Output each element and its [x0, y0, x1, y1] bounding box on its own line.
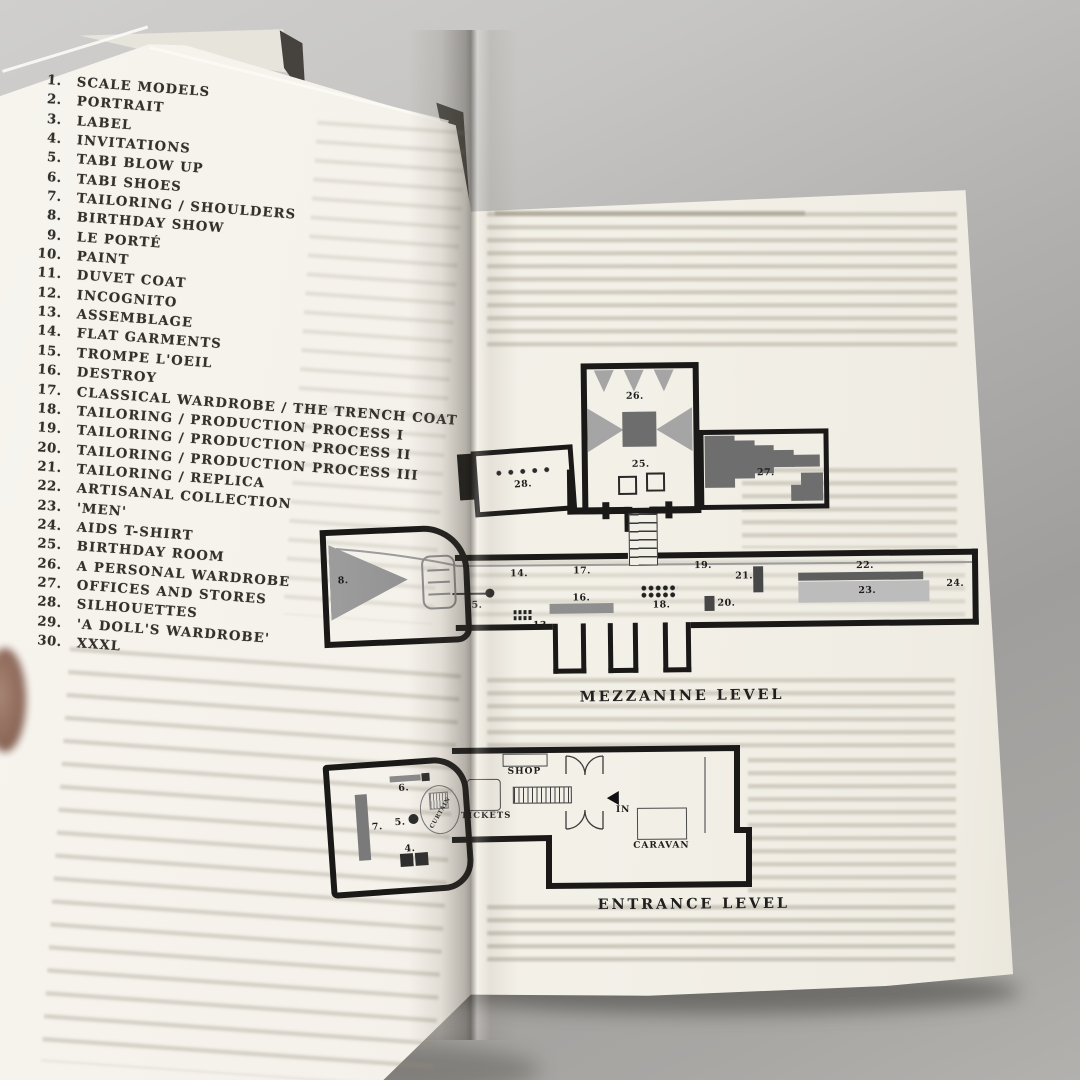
exhibit-4-block: [414, 852, 429, 866]
entrance-stairs: [512, 786, 572, 804]
entrance-level-title: ENTRANCE LEVEL: [597, 894, 790, 914]
plan-marker-7: 7.: [371, 821, 384, 833]
entrance-left-room: 7. 6. 5. CURTAIN 4.: [322, 755, 476, 899]
in-label: IN: [615, 804, 631, 816]
caravan-label: CARAVAN: [633, 840, 690, 851]
plan-marker-5: 5.: [394, 816, 406, 829]
exhibit-4-block: [399, 853, 414, 867]
exhibit-7-bar: [354, 794, 372, 861]
ghost-text-right-entrance: [748, 758, 956, 896]
exhibit-6-bar: [389, 774, 421, 783]
in-arrow: [606, 791, 619, 806]
ghost-heading-right-top: [495, 211, 805, 217]
exhibit-5-dot: [408, 813, 419, 825]
tickets-booth: [466, 778, 501, 812]
shop-label: SHOP: [507, 766, 542, 777]
shop-counter: [502, 753, 548, 767]
exhibit-6-block: [421, 772, 430, 782]
ghost-text-below-mezz: [487, 678, 955, 754]
ghost-text-right-bottom: [487, 905, 955, 963]
ghost-text-right-top: [487, 212, 957, 354]
ghost-text-right-mid: [742, 468, 957, 548]
plan-marker-6: 6.: [397, 782, 410, 794]
caravan-box: [636, 807, 688, 840]
curtain-oval: CURTAIN: [418, 783, 462, 836]
